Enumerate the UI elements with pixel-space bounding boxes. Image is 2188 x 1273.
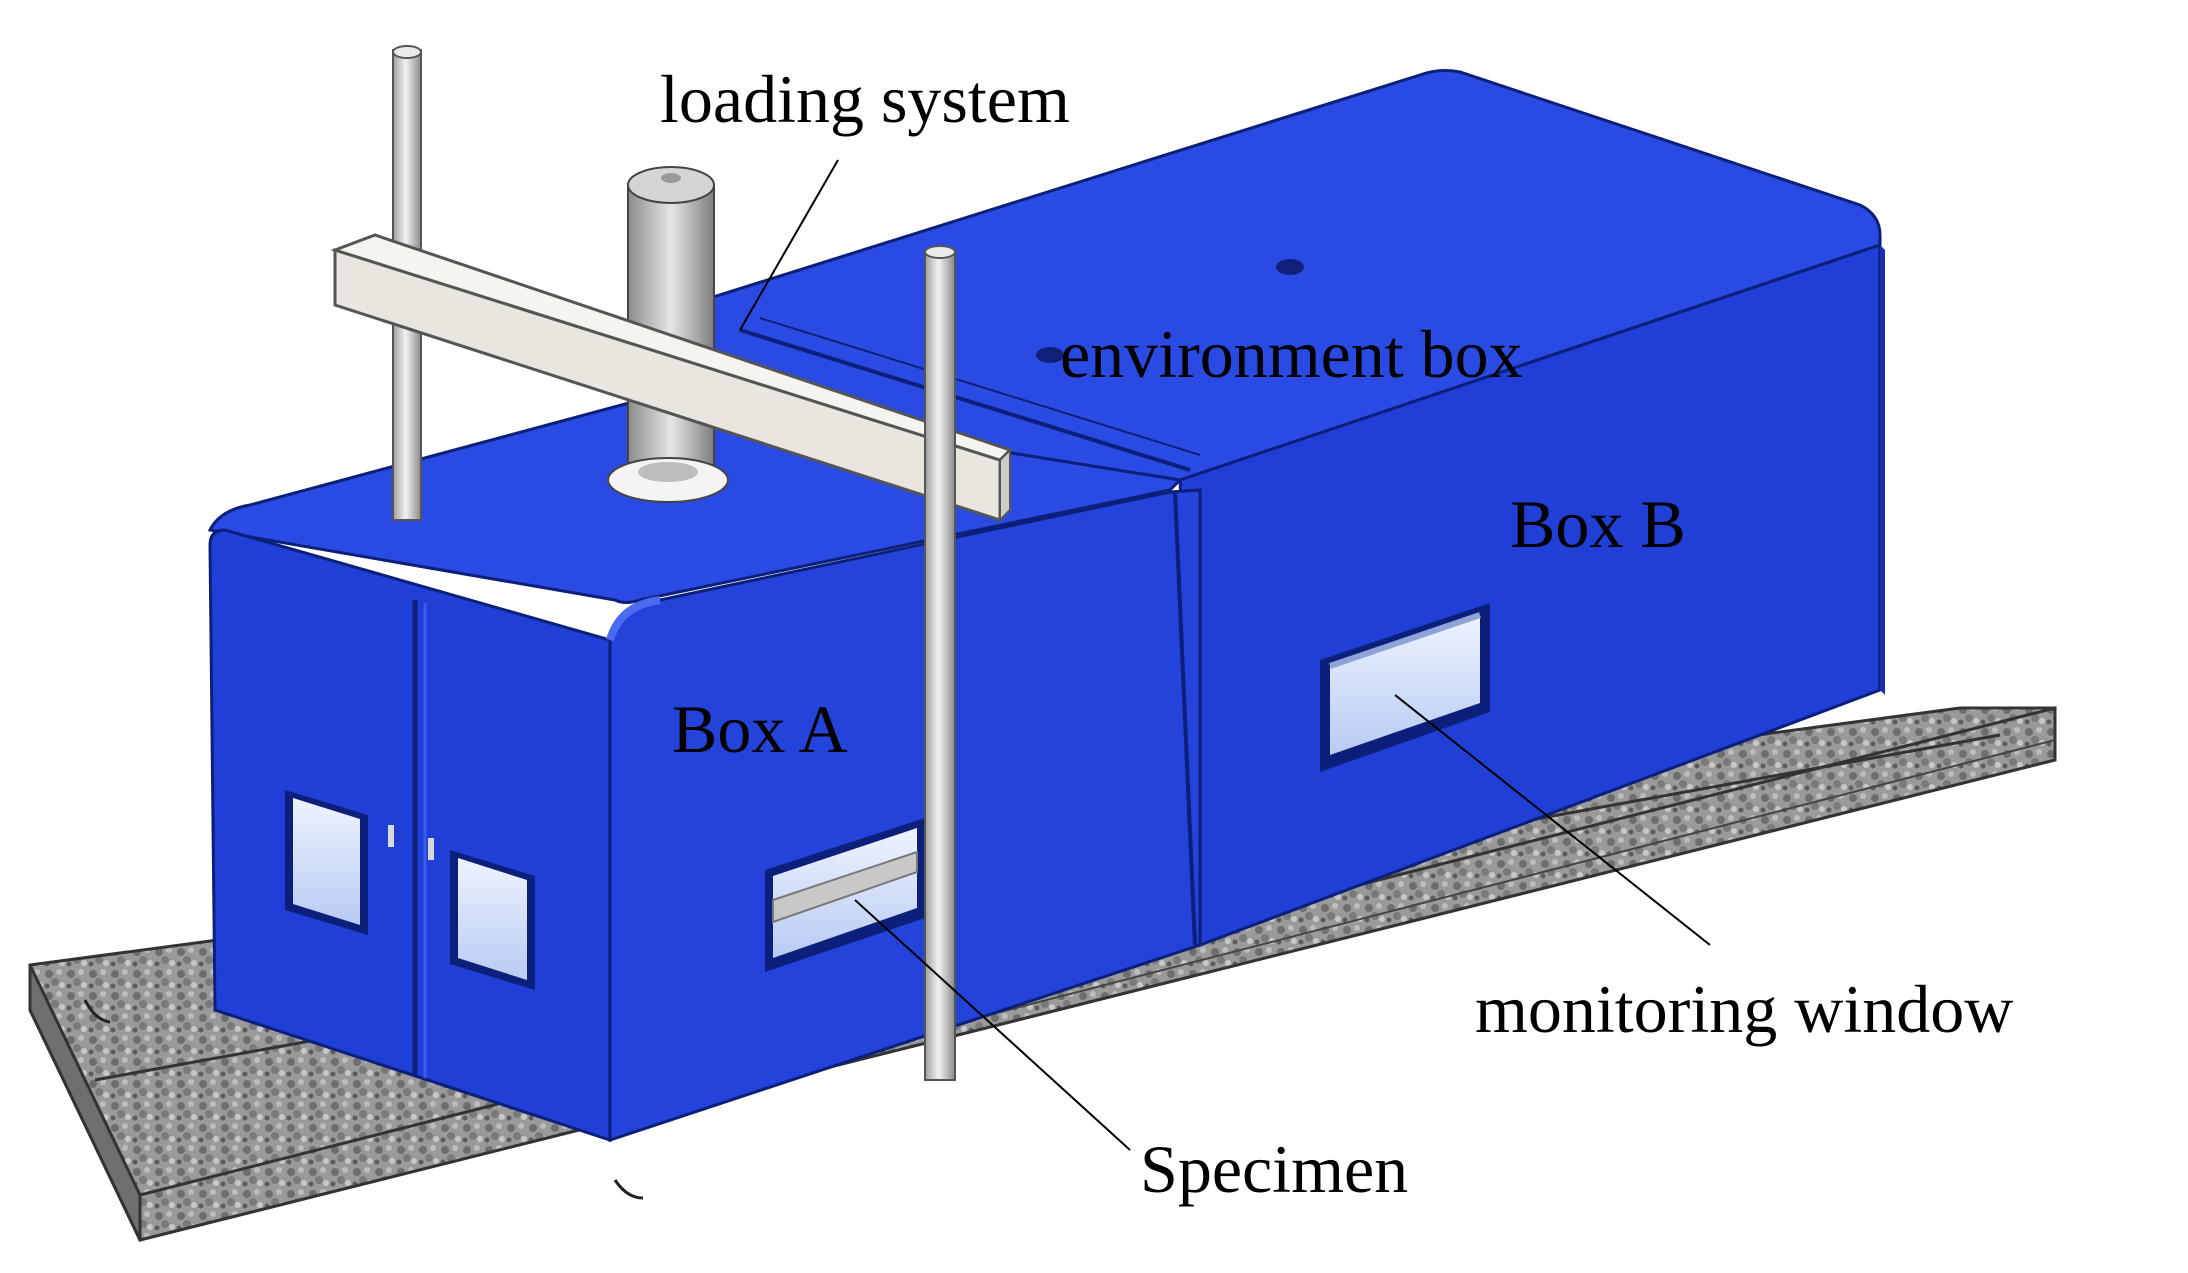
label-box-b: Box B (1510, 486, 1686, 562)
label-specimen: Specimen (1140, 1131, 1409, 1207)
label-loading-system: loading system (660, 61, 1070, 137)
leader-loading-system (739, 159, 839, 331)
label-box-a: Box A (672, 691, 848, 767)
box-a (207, 396, 1202, 1143)
leader-specimen (854, 899, 1131, 1151)
label-monitoring-window: monitoring window (1475, 971, 2014, 1047)
leader-lines (739, 159, 1711, 1151)
leader-monitoring-window (1394, 694, 1711, 946)
label-environment-box: environment box (1060, 316, 1523, 392)
loading-system (330, 45, 1013, 1081)
